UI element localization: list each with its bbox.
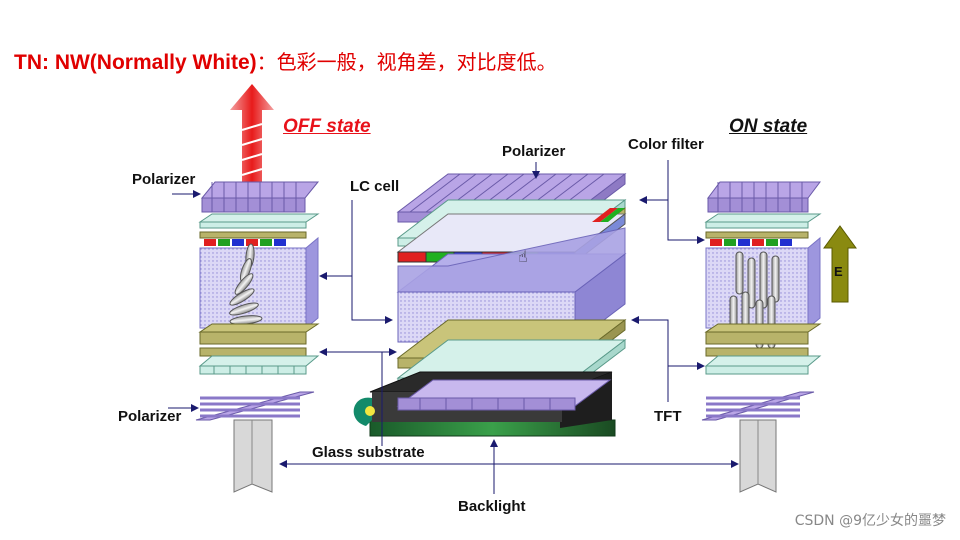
connector-arrows <box>168 160 739 494</box>
e-field-arrow: E <box>823 225 857 303</box>
polarizer-bottom-left-label: Polarizer <box>118 408 182 425</box>
e-field-label: E <box>834 264 843 279</box>
off-state-stack <box>195 84 320 493</box>
light-out-arrow <box>230 84 274 182</box>
hand-cursor-icon: ☝ <box>518 247 528 266</box>
title-prefix: TN: NW(Normally White) <box>14 51 257 74</box>
page-title: TN: NW(Normally White)：色彩一般，视角差，对比度低。 <box>14 46 557 75</box>
color-filter-label: Color filter <box>628 136 704 153</box>
tft-label: TFT <box>654 408 682 425</box>
on-state-label: ON state <box>729 116 808 137</box>
polarizer-bottom-right <box>701 391 815 421</box>
watermark: CSDN @9亿少女的噩梦 <box>794 513 946 529</box>
polarizer-top-left-label: Polarizer <box>132 171 196 188</box>
center-exploded-stack: ☝ <box>353 172 627 437</box>
polarizer-bottom-left <box>195 391 315 421</box>
color-filter-right <box>710 239 792 246</box>
lc-cell-label: LC cell <box>350 178 400 195</box>
color-filter-left <box>204 239 286 246</box>
polarizer-center-label: Polarizer <box>502 143 566 160</box>
glass-substrate-label: Glass substrate <box>312 444 425 461</box>
polarizer-top-right <box>707 181 821 213</box>
polarizer-top-left <box>200 181 320 213</box>
backlight-label: Backlight <box>458 498 526 515</box>
title-suffix: ：色彩一般，视角差，对比度低。 <box>256 50 557 74</box>
off-state-label: OFF state <box>283 116 371 137</box>
on-state-stack: E <box>701 181 857 493</box>
polarizer-center-bottom <box>396 379 612 411</box>
